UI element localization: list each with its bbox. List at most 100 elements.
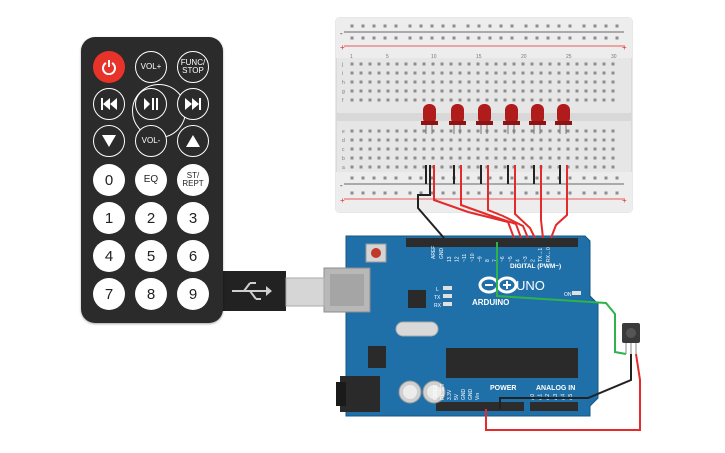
breadboard-hole[interactable] bbox=[582, 191, 586, 195]
breadboard-hole[interactable] bbox=[422, 80, 426, 84]
breadboard-hole[interactable] bbox=[431, 98, 435, 102]
breadboard-hole[interactable] bbox=[467, 89, 471, 93]
breadboard-hole[interactable] bbox=[368, 80, 372, 84]
breadboard-hole[interactable] bbox=[359, 62, 363, 66]
breadboard-hole[interactable] bbox=[566, 89, 570, 93]
breadboard-hole[interactable] bbox=[510, 176, 514, 180]
breadboard-hole[interactable] bbox=[404, 62, 408, 66]
breadboard-hole[interactable] bbox=[521, 80, 525, 84]
breadboard-hole[interactable] bbox=[593, 98, 597, 102]
breadboard-hole[interactable] bbox=[539, 71, 543, 75]
breadboard-hole[interactable] bbox=[530, 62, 534, 66]
breadboard-hole[interactable] bbox=[485, 62, 489, 66]
breadboard-hole[interactable] bbox=[359, 165, 363, 169]
breadboard-hole[interactable] bbox=[422, 98, 426, 102]
breadboard-hole[interactable] bbox=[458, 138, 462, 142]
breadboard-hole[interactable] bbox=[494, 89, 498, 93]
breadboard-hole[interactable] bbox=[467, 165, 471, 169]
breadboard-hole[interactable] bbox=[395, 147, 399, 151]
breadboard-hole[interactable] bbox=[521, 147, 525, 151]
breadboard-hole[interactable] bbox=[413, 147, 417, 151]
breadboard-hole[interactable] bbox=[611, 147, 615, 151]
breadboard-hole[interactable] bbox=[512, 138, 516, 142]
breadboard-hole[interactable] bbox=[431, 147, 435, 151]
breadboard-hole[interactable] bbox=[431, 138, 435, 142]
breadboard-hole[interactable] bbox=[499, 191, 503, 195]
led-1[interactable] bbox=[421, 104, 438, 134]
breadboard-hole[interactable] bbox=[413, 138, 417, 142]
breadboard-hole[interactable] bbox=[350, 36, 354, 40]
breadboard-hole[interactable] bbox=[440, 98, 444, 102]
breadboard-hole[interactable] bbox=[510, 191, 514, 195]
breadboard-hole[interactable] bbox=[575, 138, 579, 142]
breadboard-hole[interactable] bbox=[494, 129, 498, 133]
breadboard-hole[interactable] bbox=[548, 80, 552, 84]
breadboard-hole[interactable] bbox=[383, 176, 387, 180]
breadboard-hole[interactable] bbox=[530, 80, 534, 84]
breadboard-hole[interactable] bbox=[602, 129, 606, 133]
digit-6-button[interactable]: 6 bbox=[177, 240, 209, 272]
breadboard-hole[interactable] bbox=[383, 191, 387, 195]
breadboard-hole[interactable] bbox=[413, 71, 417, 75]
breadboard-hole[interactable] bbox=[512, 71, 516, 75]
breadboard-hole[interactable] bbox=[548, 129, 552, 133]
breadboard-hole[interactable] bbox=[458, 62, 462, 66]
breadboard-hole[interactable] bbox=[566, 80, 570, 84]
breadboard-hole[interactable] bbox=[430, 176, 434, 180]
breadboard-hole[interactable] bbox=[466, 24, 470, 28]
breadboard-hole[interactable] bbox=[557, 36, 561, 40]
breadboard-hole[interactable] bbox=[566, 147, 570, 151]
breadboard-hole[interactable] bbox=[377, 98, 381, 102]
power-button[interactable] bbox=[93, 51, 125, 83]
breadboard-hole[interactable] bbox=[584, 156, 588, 160]
breadboard-hole[interactable] bbox=[488, 36, 492, 40]
breadboard-hole[interactable] bbox=[503, 71, 507, 75]
breadboard-hole[interactable] bbox=[368, 138, 372, 142]
breadboard-hole[interactable] bbox=[488, 176, 492, 180]
breadboard-hole[interactable] bbox=[524, 24, 528, 28]
breadboard-hole[interactable] bbox=[359, 129, 363, 133]
breadboard-hole[interactable] bbox=[535, 36, 539, 40]
breadboard-hole[interactable] bbox=[557, 24, 561, 28]
breadboard-hole[interactable] bbox=[404, 165, 408, 169]
next-button[interactable] bbox=[177, 88, 209, 120]
breadboard-hole[interactable] bbox=[593, 62, 597, 66]
breadboard-hole[interactable] bbox=[582, 176, 586, 180]
breadboard-hole[interactable] bbox=[546, 36, 550, 40]
breadboard-hole[interactable] bbox=[372, 191, 376, 195]
breadboard-hole[interactable] bbox=[512, 147, 516, 151]
breadboard-hole[interactable] bbox=[611, 98, 615, 102]
breadboard-hole[interactable] bbox=[611, 156, 615, 160]
breadboard-hole[interactable] bbox=[593, 138, 597, 142]
breadboard-hole[interactable] bbox=[458, 80, 462, 84]
breadboard-hole[interactable] bbox=[548, 62, 552, 66]
breadboard-hole[interactable] bbox=[422, 89, 426, 93]
breadboard-hole[interactable] bbox=[602, 62, 606, 66]
breadboard-hole[interactable] bbox=[386, 156, 390, 160]
breadboard-hole[interactable] bbox=[499, 24, 503, 28]
breadboard-hole[interactable] bbox=[512, 62, 516, 66]
breadboard-hole[interactable] bbox=[359, 71, 363, 75]
breadboard-hole[interactable] bbox=[386, 62, 390, 66]
breadboard-hole[interactable] bbox=[430, 191, 434, 195]
breadboard-hole[interactable] bbox=[404, 129, 408, 133]
breadboard-hole[interactable] bbox=[458, 89, 462, 93]
breadboard-hole[interactable] bbox=[395, 156, 399, 160]
breadboard-hole[interactable] bbox=[575, 156, 579, 160]
breadboard-hole[interactable] bbox=[467, 138, 471, 142]
breadboard-hole[interactable] bbox=[440, 165, 444, 169]
breadboard-hole[interactable] bbox=[602, 147, 606, 151]
breadboard-hole[interactable] bbox=[604, 191, 608, 195]
breadboard-hole[interactable] bbox=[466, 176, 470, 180]
breadboard-hole[interactable] bbox=[361, 191, 365, 195]
breadboard-hole[interactable] bbox=[494, 62, 498, 66]
prev-button[interactable] bbox=[93, 88, 125, 120]
breadboard-hole[interactable] bbox=[582, 36, 586, 40]
breadboard-hole[interactable] bbox=[548, 156, 552, 160]
breadboard-hole[interactable] bbox=[503, 80, 507, 84]
breadboard-hole[interactable] bbox=[404, 138, 408, 142]
breadboard-hole[interactable] bbox=[575, 98, 579, 102]
breadboard-hole[interactable] bbox=[575, 71, 579, 75]
breadboard-hole[interactable] bbox=[408, 191, 412, 195]
breadboard-hole[interactable] bbox=[440, 147, 444, 151]
